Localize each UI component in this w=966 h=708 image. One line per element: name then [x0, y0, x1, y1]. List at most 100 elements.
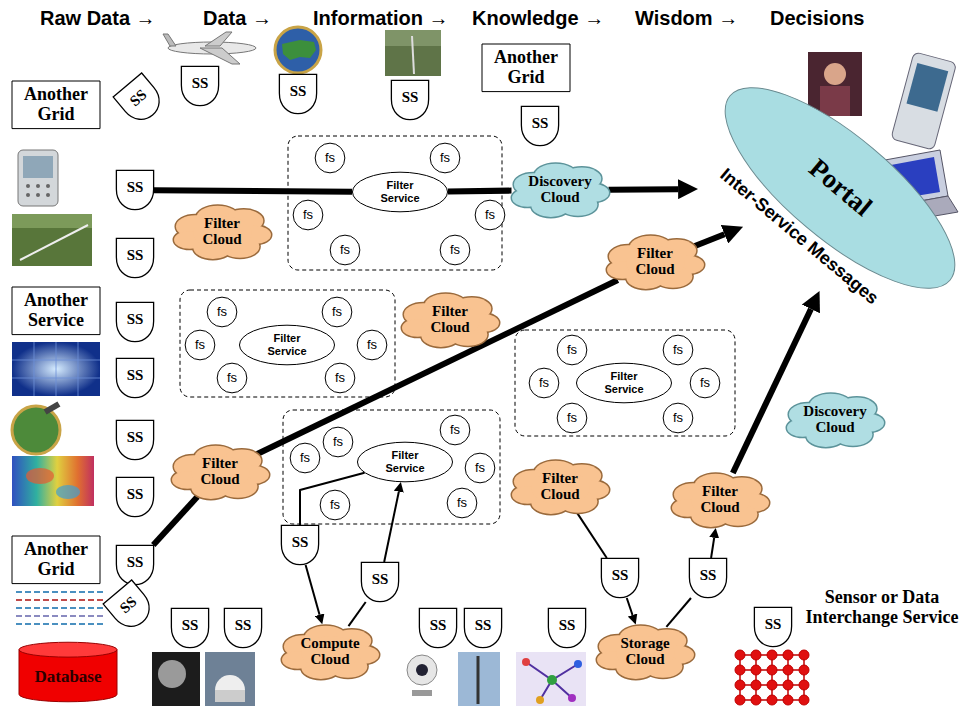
- filter-cloud: Filter Cloud: [672, 472, 769, 528]
- filter-node-circle-part: [357, 330, 387, 360]
- filter-service-group-frame: [515, 330, 735, 436]
- node-label: Filter Cloud: [525, 471, 595, 503]
- sensor-service-shield: SS: [601, 558, 639, 598]
- stage-heading: Decisions: [770, 6, 864, 30]
- field-sensor-photo: [385, 30, 441, 76]
- filter-service-ellipse-part: [357, 442, 452, 482]
- cell-phone-picture: [46, 184, 50, 188]
- flow-arrow: [608, 186, 678, 192]
- flow-arrow: [627, 598, 633, 615]
- sensor-service-shield: SS: [116, 420, 154, 460]
- node-label: fs: [450, 423, 460, 437]
- weather-map-picture: [26, 468, 54, 484]
- cell-phone-picture: [18, 150, 58, 206]
- sensor-service-shield: SS: [391, 80, 429, 120]
- node-label: fs: [440, 151, 450, 165]
- sensor-service-shield-part: [224, 608, 261, 647]
- storage-cloud: Storage Cloud: [597, 624, 694, 680]
- node-label: Filter Cloud: [620, 246, 690, 278]
- data-stream-lines: [16, 615, 104, 617]
- filter-node-circle-part: [320, 490, 350, 520]
- node-label: Filter Service: [596, 370, 652, 395]
- filter-node-circle: fs: [430, 143, 460, 173]
- network-picture: [536, 696, 544, 704]
- sensor-service-shield-part: [391, 80, 428, 119]
- sensor-service-shield: SS: [116, 302, 154, 342]
- sensor-grid-picture: [767, 650, 777, 660]
- filter-node-circle: fs: [322, 297, 352, 327]
- node-label: SS: [612, 567, 629, 584]
- node-label: Storage Cloud: [610, 636, 680, 668]
- sensor-service-shield-part: [181, 66, 218, 105]
- sensor-service-shield: SS: [548, 608, 586, 648]
- node-label: fs: [539, 376, 549, 390]
- filter-node-circle-part: [322, 297, 352, 327]
- node-label: Another Grid: [16, 540, 96, 580]
- sensor-service-shield: SS: [689, 558, 727, 598]
- sensor-service-shield: SS: [103, 579, 158, 634]
- sensor-service-shield-part: [601, 558, 638, 597]
- node-label: SS: [127, 429, 144, 446]
- node-label: fs: [330, 498, 340, 512]
- filter-node-circle-part: [440, 415, 470, 445]
- pda-picture: [891, 52, 957, 150]
- field-sensor-photo: [385, 30, 441, 76]
- filter-node-circle-part: [290, 443, 320, 473]
- node-label: SS: [192, 75, 209, 92]
- sensor-service-shield-part: [464, 608, 501, 647]
- grid-box-part: [12, 287, 100, 335]
- filter-node-circle: fs: [440, 235, 470, 265]
- observatory-photo: [215, 690, 245, 702]
- node-label: Filter Cloud: [187, 216, 257, 248]
- node-label: fs: [303, 208, 313, 222]
- sensor-service-shield-part: [116, 302, 153, 341]
- filter-node-circle: fs: [293, 200, 323, 230]
- cell-phone-picture: [18, 150, 58, 206]
- filter-node-circle-part: [185, 330, 215, 360]
- sensor-service-shield-part: [116, 358, 153, 397]
- landscape-photo: [12, 214, 92, 266]
- filter-node-circle-part: [440, 235, 470, 265]
- filter-node-circle-part: [330, 235, 360, 265]
- flow-arrow: [306, 565, 320, 615]
- data-stream-lines: [16, 592, 104, 624]
- filter-service-group-frame: [180, 290, 395, 397]
- filter-node-circle: fs: [690, 368, 720, 398]
- filter-node-circle-part: [217, 363, 247, 393]
- network-picture: [522, 658, 530, 666]
- stage-heading: Wisdom →: [635, 6, 738, 30]
- filter-node-circle-part: [447, 488, 477, 518]
- grid-image: [12, 342, 100, 396]
- network-picture: [574, 660, 582, 668]
- node-label: fs: [367, 338, 377, 352]
- node-label: SS: [235, 617, 252, 634]
- filter-node-circle: fs: [663, 335, 693, 365]
- sensor-grid-picture: [799, 650, 809, 660]
- sensor-service-shield: SS: [521, 106, 559, 146]
- webcam-picture: [416, 664, 428, 676]
- grid-box-part: [12, 81, 100, 129]
- sensor-grid-picture: [735, 650, 809, 705]
- data-stream-lines: [16, 607, 104, 609]
- grid-image: [12, 342, 100, 396]
- flow-arrow: [384, 492, 399, 562]
- portal-ellipse: PortalInter-Service Messages: [695, 55, 966, 321]
- sensor-grid-picture: [735, 680, 745, 690]
- landscape-photo: [12, 214, 92, 228]
- flow-arrow: [300, 473, 365, 525]
- sensor-service-shield: SS: [116, 170, 154, 210]
- label-slot: Knowledge →: [472, 6, 604, 30]
- filter-node-circle-part: [465, 453, 495, 483]
- stage-heading: Data →: [203, 6, 272, 30]
- node-label: SS: [475, 617, 492, 634]
- sensor-grid-picture: [799, 680, 809, 690]
- sensor-service-shield: SS: [419, 608, 457, 648]
- sensor-service-shield: SS: [116, 358, 154, 398]
- discovery-cloud: Discovery Cloud: [512, 162, 609, 218]
- weather-map-picture: [12, 456, 94, 506]
- sensor-service-shield: SS: [279, 74, 317, 114]
- grid-box-part: [482, 44, 570, 92]
- grid-box-part: [12, 536, 100, 584]
- sensor-service-shield: SS: [281, 525, 319, 565]
- sensor-service-shield: SS: [181, 66, 219, 106]
